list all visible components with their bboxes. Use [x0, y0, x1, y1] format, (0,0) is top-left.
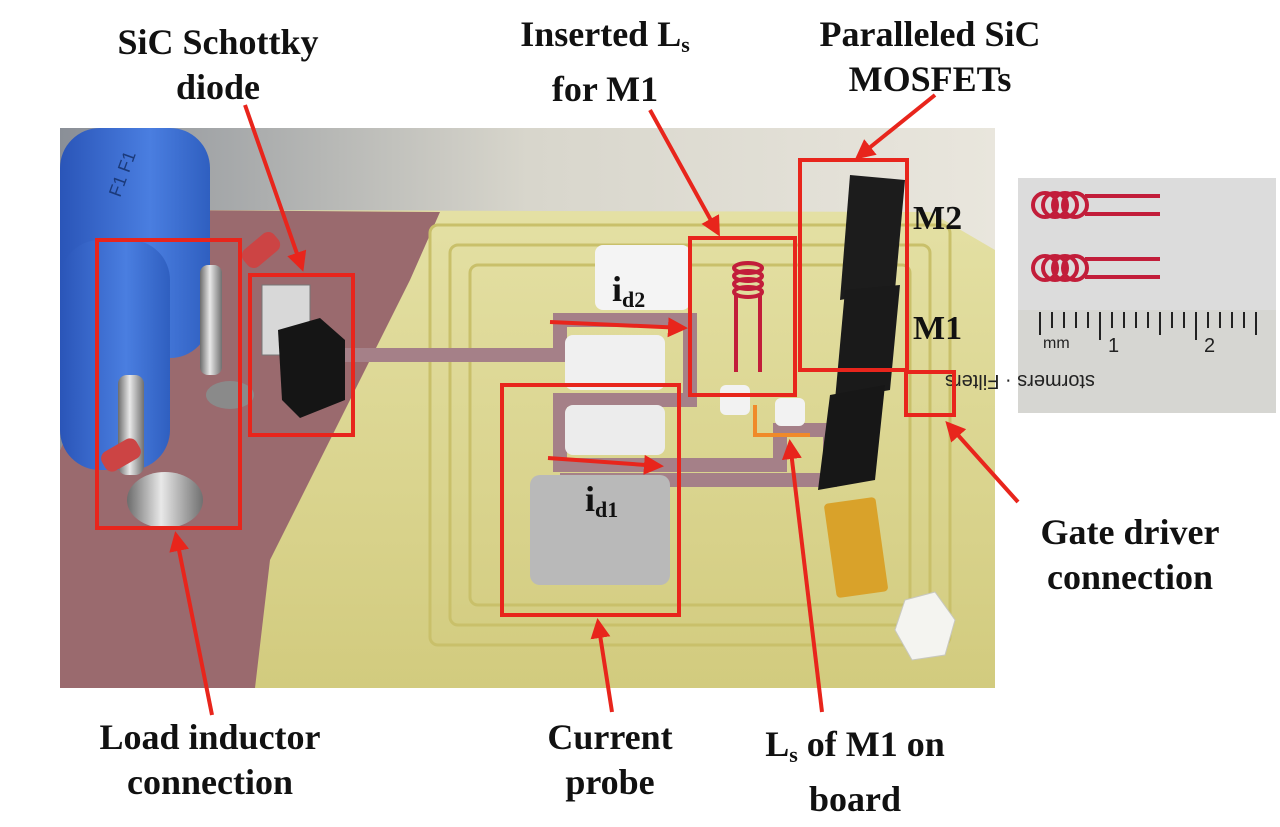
ruler-mm: mm [1043, 335, 1070, 352]
inset-coil-bottom [1031, 254, 1160, 282]
label-load-inductor-line2: connection [127, 762, 293, 802]
mosfet-m1 [835, 285, 900, 400]
mosfet-lower [818, 385, 885, 490]
id1-sub: d1 [595, 497, 619, 522]
board-cutout [565, 405, 665, 455]
label-current-probe-line2: probe [565, 762, 655, 802]
label-id2: id2 [612, 268, 645, 313]
label-m1: M1 [913, 310, 963, 347]
label-inserted-ls-line1: Inserted Ls [520, 14, 690, 57]
label-ls-board-line2: board [808, 779, 902, 819]
label-mosfets-line1: Paralleled SiC [819, 14, 1041, 54]
board-cutout [565, 335, 665, 390]
inset-background [1018, 178, 1276, 413]
gate-connector [824, 497, 888, 598]
ruler-2: 2 [1204, 335, 1215, 357]
label-ls-board: Ls of M1 on board [730, 722, 980, 822]
label-load-inductor: Load inductor connection [60, 715, 360, 805]
ruler-ticks [1039, 312, 1257, 340]
capacitor [60, 240, 170, 470]
id1-main: i [585, 479, 596, 519]
label-load-inductor-line1: Load inductor [99, 717, 321, 757]
diode-body [278, 318, 345, 418]
ruler [1018, 310, 1276, 413]
label-m2: M2 [913, 200, 963, 237]
nylon-standoff [894, 591, 956, 661]
board-cutout [595, 245, 690, 310]
board-cutout [720, 385, 750, 415]
id2-main: i [612, 269, 623, 309]
label-ls-board-line1: Ls of M1 on [765, 724, 945, 767]
ls-trace-orange [753, 405, 810, 437]
label-gate-driver: Gate driver connection [1010, 510, 1250, 600]
label-mosfets-line2: MOSFETs [848, 59, 1012, 99]
label-current-probe-line1: Current [547, 717, 673, 757]
inset-coil-top [1031, 191, 1160, 219]
label-diode-line1: SiC Schottky [117, 22, 319, 62]
label-diode-line2: diode [175, 67, 261, 107]
label-gate-driver-line1: Gate driver [1040, 512, 1220, 552]
board-cutout [775, 398, 805, 426]
ruler-1: 1 [1108, 335, 1119, 357]
label-inserted-ls-line2: for M1 [551, 69, 659, 109]
label-current-probe: Current probe [520, 715, 700, 805]
terminal-post [200, 265, 222, 375]
label-diode: SiC Schottky diode [88, 20, 348, 110]
label-inserted-ls: Inserted Ls for M1 [490, 12, 720, 112]
label-gate-driver-line2: connection [1047, 557, 1213, 597]
label-id1: id1 [585, 478, 618, 523]
id2-sub: d2 [622, 287, 646, 312]
label-mosfets: Paralleled SiC MOSFETs [785, 12, 1075, 102]
mosfet-m2 [840, 175, 905, 300]
